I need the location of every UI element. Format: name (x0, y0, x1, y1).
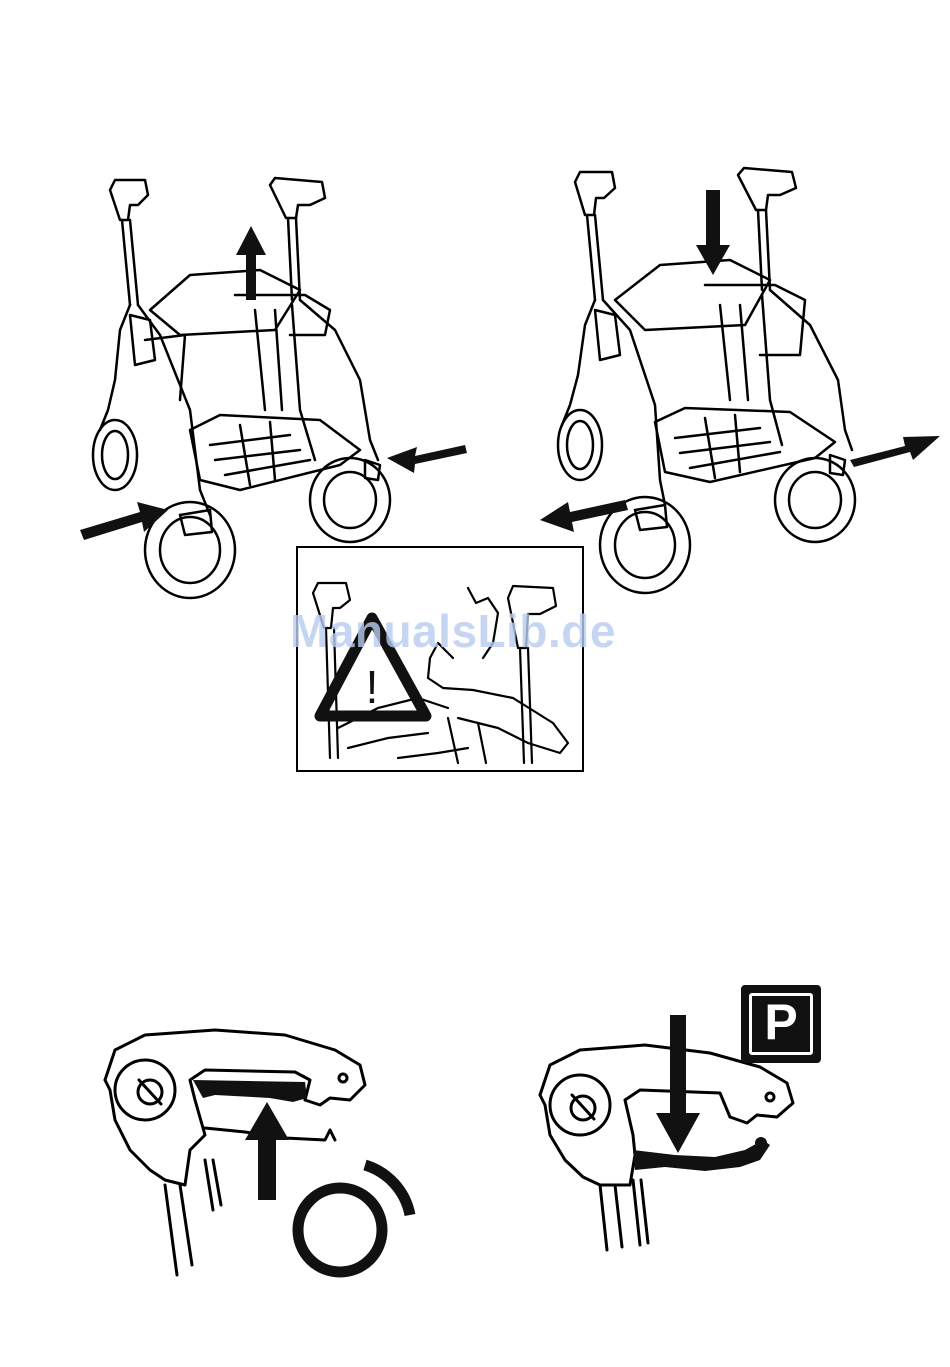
rollator-fold-icon (60, 160, 490, 610)
brake-handle-release-icon (95, 1010, 425, 1290)
rollator-unfold-icon (520, 160, 950, 610)
pinch-hazard-illustration: ! (298, 548, 582, 770)
warning-pinch-hazard-panel: ! (296, 546, 584, 772)
watermark: ManualsLib.de (290, 604, 670, 658)
parking-brake-sign: P (741, 985, 821, 1063)
parking-sign-letter: P (744, 994, 818, 1050)
brake-release-illustration (95, 1010, 425, 1290)
warning-symbol: ! (366, 661, 379, 713)
rollator-fold-illustration (60, 160, 490, 610)
rollator-unfold-illustration (520, 160, 950, 610)
